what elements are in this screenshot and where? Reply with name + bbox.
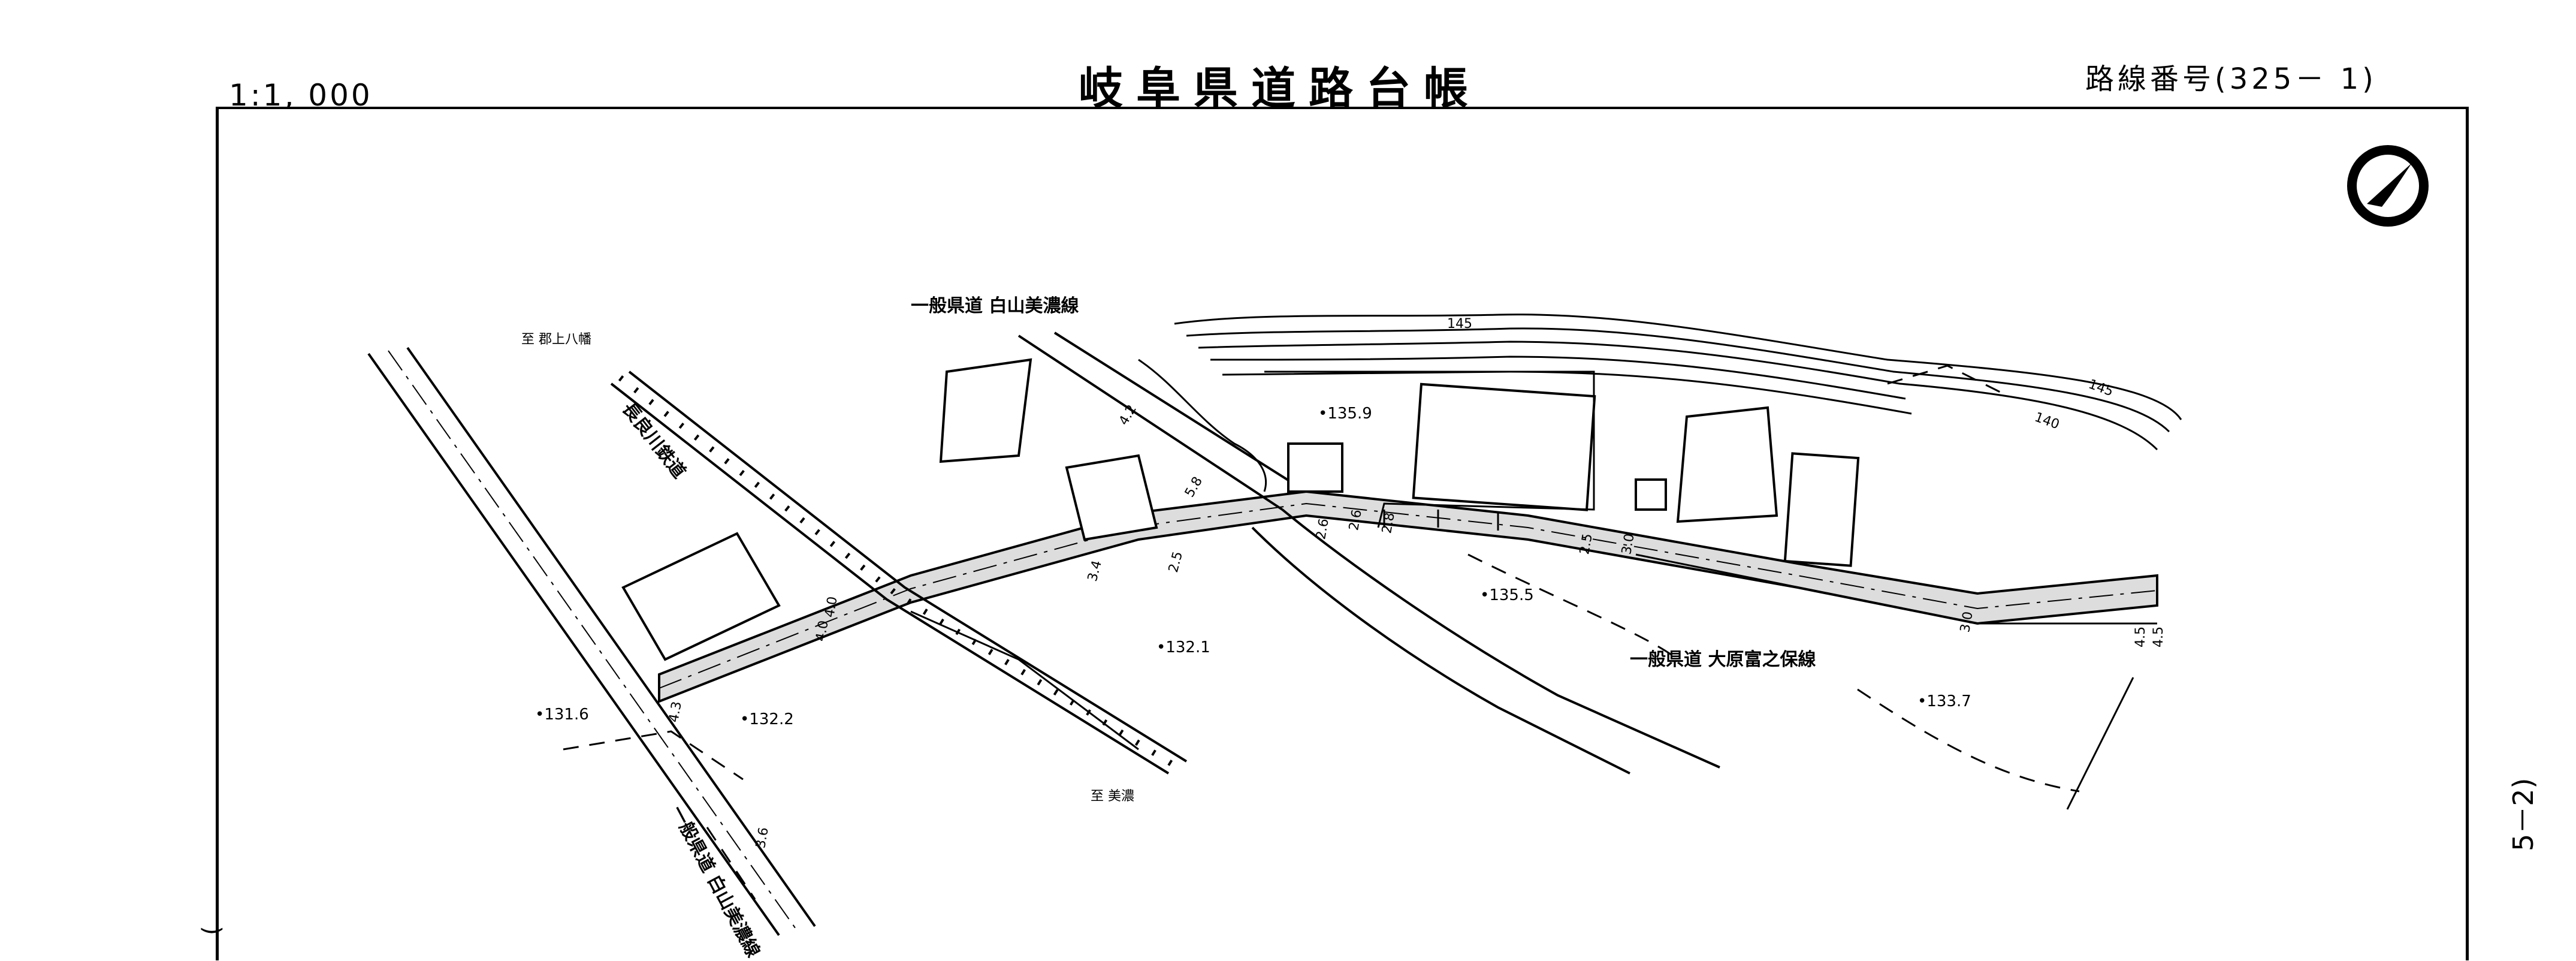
road-label-right: 一般県道 大原富之保線 [1630, 649, 1816, 670]
main-road [658, 490, 2158, 703]
header-rule [216, 107, 2469, 109]
elevation-point: •131.6 [535, 706, 589, 724]
road-width-label: 4.5 [2151, 626, 2166, 647]
road-label-top: 一般県道 白山美濃線 [911, 296, 1079, 317]
direction-label-mino: 至 美濃 [1091, 789, 1134, 804]
left-road [367, 347, 816, 936]
road-width-label: 4.5 [2133, 626, 2148, 647]
elevation-point: •133.7 [1917, 692, 1971, 710]
direction-label-gujo: 至 郡上八幡 [521, 332, 591, 347]
railway-line [610, 370, 1188, 775]
top-road [1017, 332, 1307, 511]
branch-road [1251, 508, 1720, 775]
north-arrow-icon [2347, 145, 2429, 227]
elevation-point: •132.2 [740, 710, 794, 728]
contour-label: 145 [1447, 317, 1472, 332]
elevation-point: •132.1 [1156, 638, 1210, 656]
elevation-point: •135.9 [1318, 405, 1372, 423]
adjacent-sheet-label: 5－2) [2507, 778, 2539, 851]
buildings [621, 358, 1860, 661]
boundary-lines [563, 364, 2080, 900]
contour-lines [1138, 314, 2182, 492]
map-frame [216, 109, 2469, 960]
route-number: 路線番号(325－ 1) [2085, 62, 2377, 96]
adjacent-sheet-mark: ( [198, 926, 225, 935]
elevation-point: •135.5 [1480, 586, 1534, 604]
retaining-walls [910, 370, 2157, 810]
page-title: 岐阜県道路台帳 [1079, 63, 1481, 115]
